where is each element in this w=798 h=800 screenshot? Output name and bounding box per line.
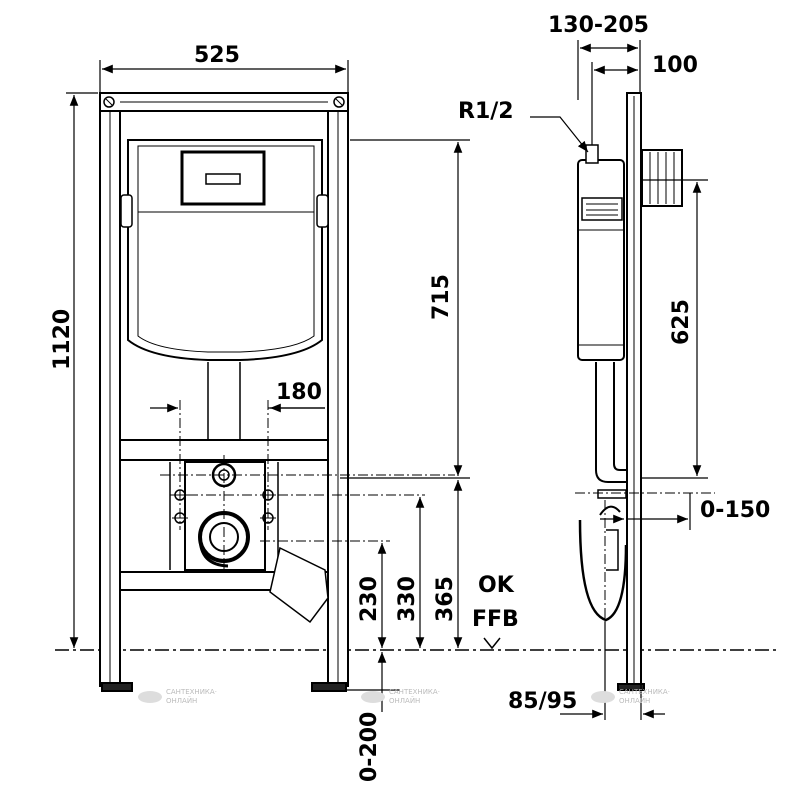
watermark-text: САНТЕХНИКА· [619, 688, 670, 696]
dimension-lines-side [530, 40, 708, 720]
height-330-label: 330 [395, 576, 420, 622]
watermark-logo-3: САНТЕХНИКА· ОНЛАЙН [591, 688, 670, 705]
adjust-0-200-label: 0-200 [357, 712, 382, 782]
watermark-logo-2: САНТЕХНИКА· ОНЛАЙН [361, 688, 440, 705]
watermark-text: ОНЛАЙН [619, 696, 650, 705]
height-230-label: 230 [357, 576, 382, 622]
wc-connection-bracket [169, 461, 329, 624]
thread-r12-label: R1/2 [458, 99, 514, 124]
ok-label: OK [478, 573, 515, 598]
pipe-85-95-label: 85/95 [508, 689, 577, 714]
dimension-lines-front [66, 60, 501, 712]
height-365-label: 365 [433, 576, 458, 622]
width-525-label: 525 [194, 43, 240, 68]
watermark-text: ОНЛАЙН [389, 696, 420, 705]
cistern [120, 139, 329, 440]
watermark-logo-1: САНТЕХНИКА· ОНЛАЙН [138, 688, 217, 705]
watermark-text: САНТЕХНИКА· [389, 688, 440, 696]
depth-130-205-label: 130-205 [548, 13, 649, 38]
ffb-label: FFB [472, 607, 519, 632]
adjust-0-150-label: 0-150 [700, 498, 770, 523]
front-frame [99, 92, 349, 692]
height-715-label: 715 [429, 274, 454, 320]
watermark-text: ОНЛАЙН [166, 696, 197, 705]
front-centerlines [160, 400, 455, 575]
depth-100-label: 100 [652, 53, 698, 78]
watermark-text: САНТЕХНИКА· [166, 688, 217, 696]
spacing-180-label: 180 [276, 380, 322, 405]
height-1120-label: 1120 [50, 309, 75, 370]
side-view-frame [577, 92, 683, 691]
height-625-label: 625 [669, 299, 694, 345]
